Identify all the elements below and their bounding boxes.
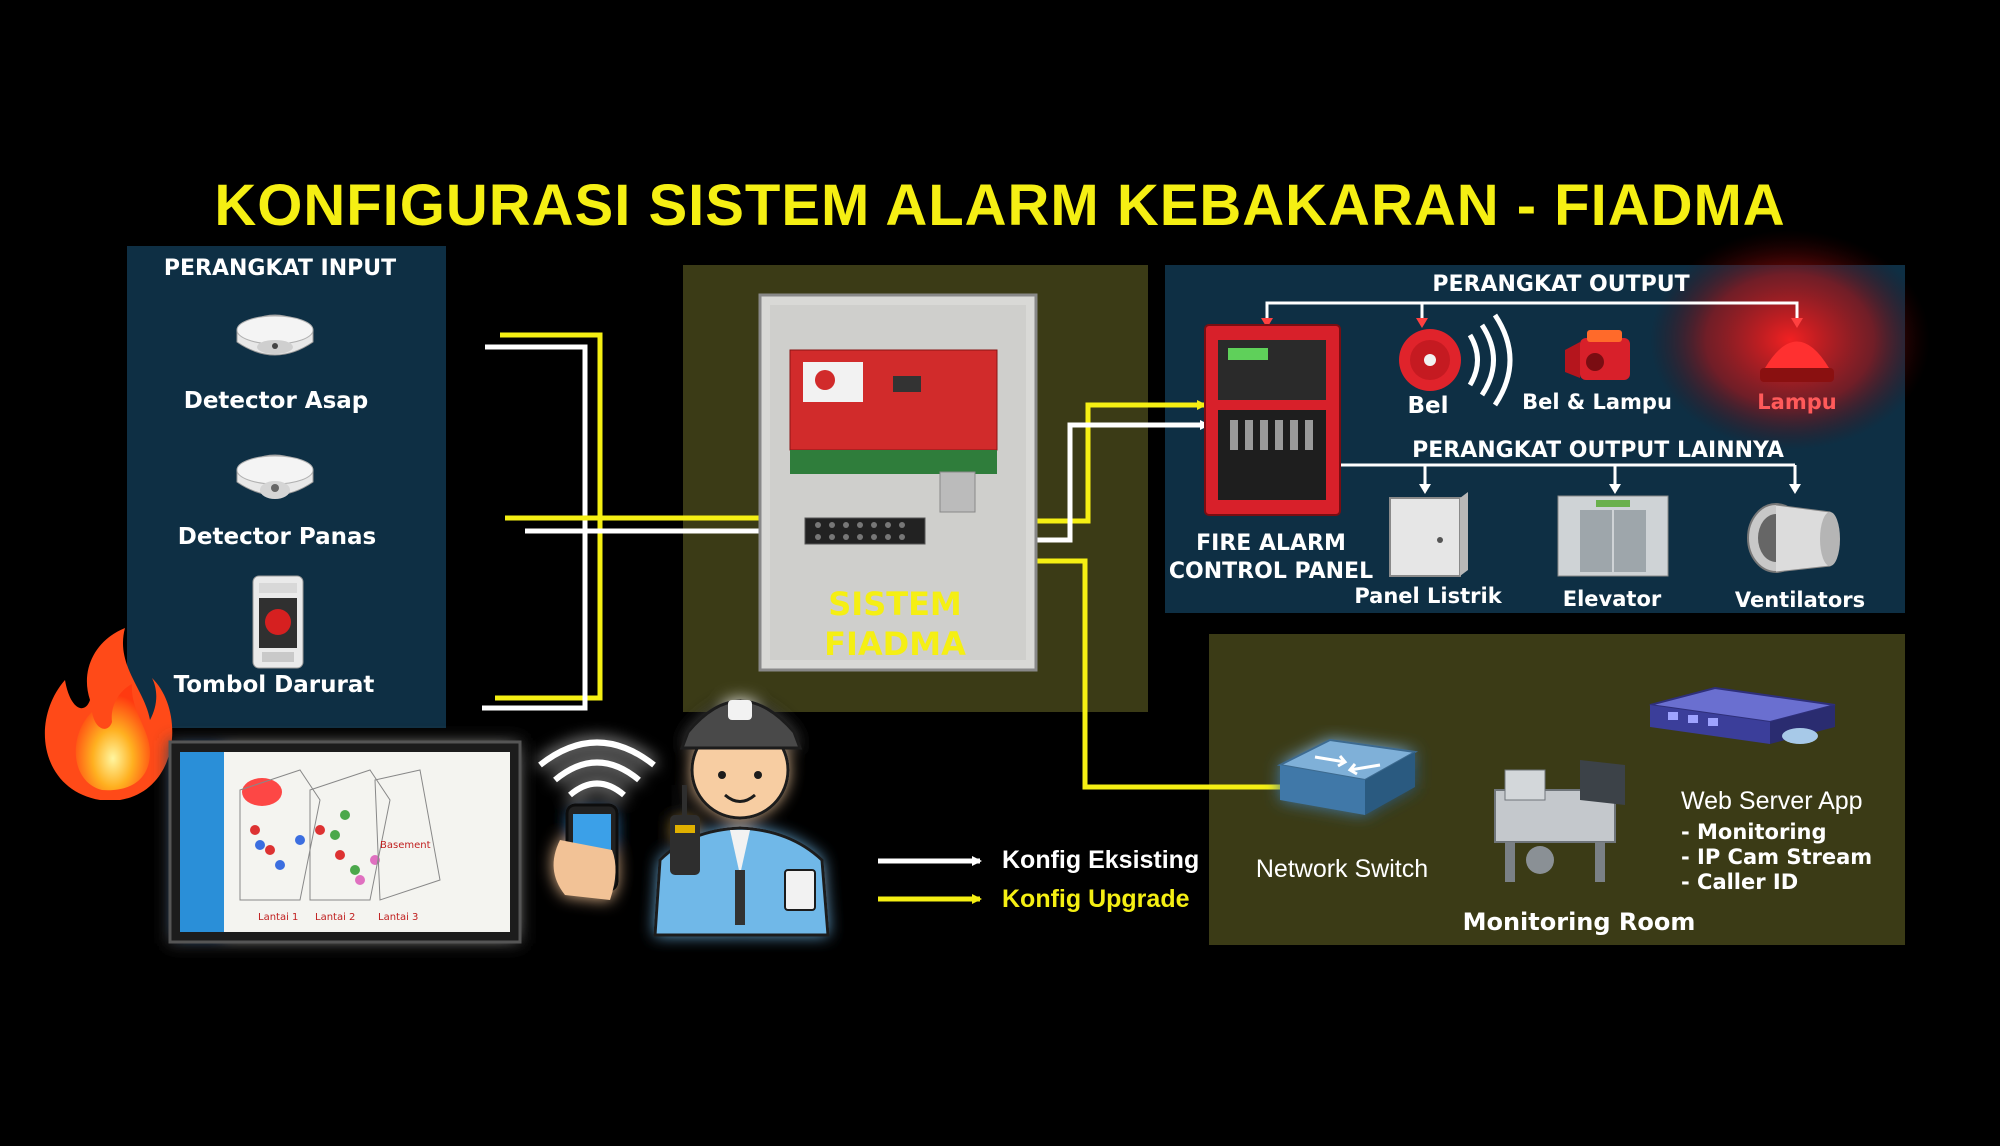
network-switch-label: Network Switch xyxy=(1255,855,1429,883)
fiadma-label-line2: FIADMA xyxy=(824,625,966,663)
elevator-icon xyxy=(1557,495,1669,577)
input-panel-header: PERANGKAT INPUT xyxy=(163,256,397,281)
electrical-panel-icon xyxy=(1389,492,1468,577)
smoke-detector-label: Detector Asap xyxy=(183,388,369,414)
monitor-screen-icon xyxy=(168,740,522,944)
output-wiring xyxy=(1265,301,1799,488)
fire-alarm-label-line1: FIRE ALARM xyxy=(1196,531,1346,556)
bell-lamp-icon xyxy=(1565,330,1630,380)
web-server-title: Web Server App xyxy=(1681,787,1863,815)
fire-icon xyxy=(44,628,173,800)
fire-alarm-label-line2: CONTROL PANEL xyxy=(1168,559,1374,584)
fire-alarm-control-panel-label: FIRE ALARM CONTROL PANEL xyxy=(1166,530,1376,586)
other-output-header: PERANGKAT OUTPUT LAINNYA xyxy=(1412,438,1784,463)
monitoring-room-icon xyxy=(1494,760,1625,882)
emergency-button-label: Tombol Darurat xyxy=(173,672,375,698)
ventilators-label: Ventilators xyxy=(1734,588,1866,612)
emergency-button-icon xyxy=(252,575,304,669)
fiadma-label-line1: SISTEM xyxy=(828,585,962,623)
page-title: KONFIGURASI SISTEM ALARM KEBAKARAN - FIA… xyxy=(214,173,1786,238)
electrical-panel-label: Panel Listrik xyxy=(1354,584,1502,608)
floor-label-3: Lantai 3 xyxy=(378,912,418,923)
lamp-icon xyxy=(1760,341,1834,382)
smartphone-icon xyxy=(538,739,656,900)
security-guard-icon xyxy=(653,699,830,937)
server-icon xyxy=(1649,686,1836,744)
lamp-glow xyxy=(1650,230,1930,450)
fiadma-system-label: SISTEM FIADMA xyxy=(800,584,990,664)
legend-existing-label: Konfig Eksisting xyxy=(1002,846,1200,874)
floor-label-2: Lantai 2 xyxy=(315,912,355,923)
output-panel-header: PERANGKAT OUTPUT xyxy=(1432,272,1690,297)
heat-detector-label: Detector Panas xyxy=(177,524,377,550)
floor-label-1: Lantai 1 xyxy=(258,912,298,923)
smoke-detector-icon xyxy=(236,314,314,356)
lamp-label: Lampu xyxy=(1757,390,1837,414)
elevator-label: Elevator xyxy=(1562,587,1662,611)
fire-alarm-panel-icon xyxy=(1204,324,1341,516)
bell-icon xyxy=(1399,313,1513,407)
fiadma-device-icon xyxy=(758,293,1038,672)
basement-label: Basement xyxy=(380,840,431,851)
web-server-item-caller-id: - Caller ID xyxy=(1681,870,1799,894)
legend-upgrade-label: Konfig Upgrade xyxy=(1002,885,1190,913)
bell-label: Bel xyxy=(1407,393,1449,419)
monitoring-room-label: Monitoring Room xyxy=(1462,908,1696,936)
bell-lamp-label: Bel & Lampu xyxy=(1522,390,1672,414)
network-switch-icon xyxy=(1276,738,1419,815)
web-server-item-monitoring: - Monitoring xyxy=(1681,820,1827,844)
web-server-item-ip-cam: - IP Cam Stream xyxy=(1681,845,1873,869)
ventilator-icon xyxy=(1747,503,1840,573)
heat-detector-icon xyxy=(236,454,314,499)
